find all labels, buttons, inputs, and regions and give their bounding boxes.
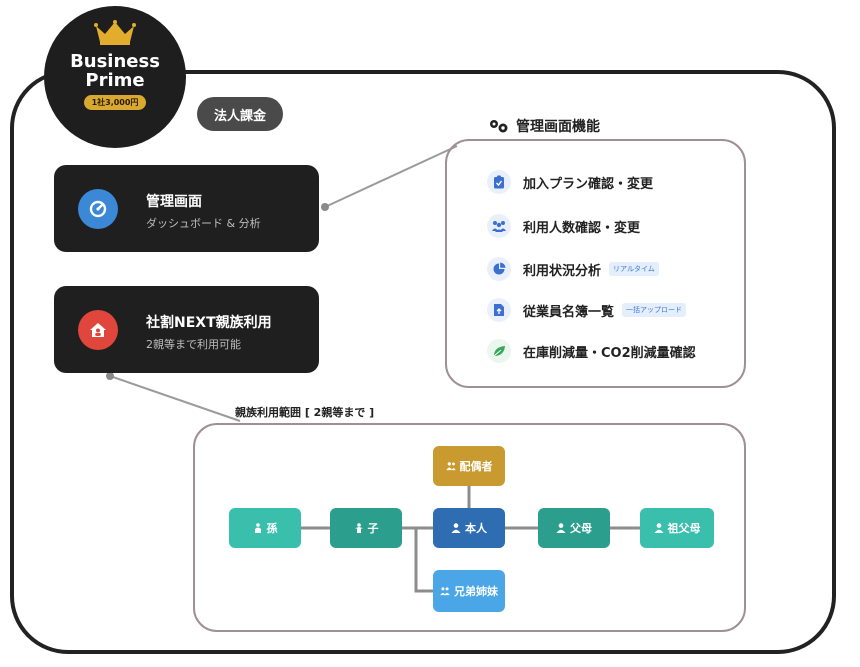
feature-item: 加入プラン確認・変更 <box>487 167 653 197</box>
pie-chart-icon <box>487 257 511 281</box>
node-label: 兄弟姉妹 <box>454 585 498 598</box>
gears-icon <box>490 120 508 133</box>
baby-icon <box>254 523 261 533</box>
feature-tag: 一括アップロード <box>622 303 687 317</box>
family-card: 社割NEXT親族利用 2親等まで利用可能 <box>54 286 319 373</box>
node-label: 父母 <box>570 522 592 535</box>
node-sibling: 兄弟姉妹 <box>433 570 505 612</box>
feature-tag: リアルタイム <box>609 262 659 276</box>
family-home-icon <box>78 310 118 350</box>
node-self: 本人 <box>433 508 505 548</box>
admin-card-title: 管理画面 <box>146 194 202 210</box>
feature-label: 利用状況分析 <box>523 263 602 279</box>
child-icon <box>355 523 362 533</box>
feature-item: 在庫削減量・CO2削減量確認 <box>487 336 696 366</box>
users-icon <box>487 214 511 238</box>
clipboard-check-icon <box>487 170 511 194</box>
node-label: 祖父母 <box>667 522 701 535</box>
node-label: 配偶者 <box>459 460 493 473</box>
file-upload-icon <box>487 298 511 322</box>
outer-frame <box>10 70 836 654</box>
node-grandchild: 孫 <box>229 508 301 548</box>
family-tree-panel <box>193 423 746 632</box>
feature-label: 従業員名簿一覧 <box>523 304 615 320</box>
badge-title: Business Prime <box>70 51 160 91</box>
feature-label: 在庫削減量・CO2削減量確認 <box>523 345 696 361</box>
person-icon <box>556 523 566 533</box>
feature-panel-header: 管理画面機能 <box>488 116 600 136</box>
crown-icon <box>94 20 136 45</box>
family-card-title: 社割NEXT親族利用 <box>146 315 272 331</box>
node-spouse: 配偶者 <box>433 446 505 486</box>
leaf-icon <box>487 339 511 363</box>
billing-pill: 法人課金 <box>197 97 283 131</box>
node-label: 子 <box>367 522 379 535</box>
node-child: 子 <box>330 508 402 548</box>
feature-item: 利用状況分析 リアルタイム <box>487 254 659 284</box>
person-icon <box>654 523 663 533</box>
feature-label: 利用人数確認・変更 <box>523 220 641 236</box>
feature-label: 加入プラン確認・変更 <box>523 176 654 192</box>
admin-card-subtitle: ダッシュボード & 分析 <box>146 217 261 230</box>
family-range-label: 親族利用範囲 [ 2親等まで ] <box>235 406 375 419</box>
admin-card: 管理画面 ダッシュボード & 分析 <box>54 165 319 252</box>
dashboard-icon <box>78 189 118 229</box>
person-icon <box>451 523 461 533</box>
business-prime-badge: Business Prime 1社3,000円 <box>44 6 186 148</box>
badge-price: 1社3,000円 <box>83 95 147 110</box>
node-label: 孫 <box>266 522 278 535</box>
feature-item: 利用人数確認・変更 <box>487 211 640 241</box>
people-icon <box>440 587 450 596</box>
node-grandparent: 祖父母 <box>640 508 714 548</box>
node-parent: 父母 <box>538 508 610 548</box>
feature-item: 従業員名簿一覧 一括アップロード <box>487 295 687 325</box>
family-card-subtitle: 2親等まで利用可能 <box>146 338 241 351</box>
node-label: 本人 <box>465 522 487 535</box>
feature-panel: 加入プラン確認・変更 利用人数確認・変更 利用状況分析 リアルタイム 従業員名簿… <box>445 139 746 388</box>
people-icon <box>445 462 456 471</box>
feature-panel-title: 管理画面機能 <box>516 119 600 135</box>
